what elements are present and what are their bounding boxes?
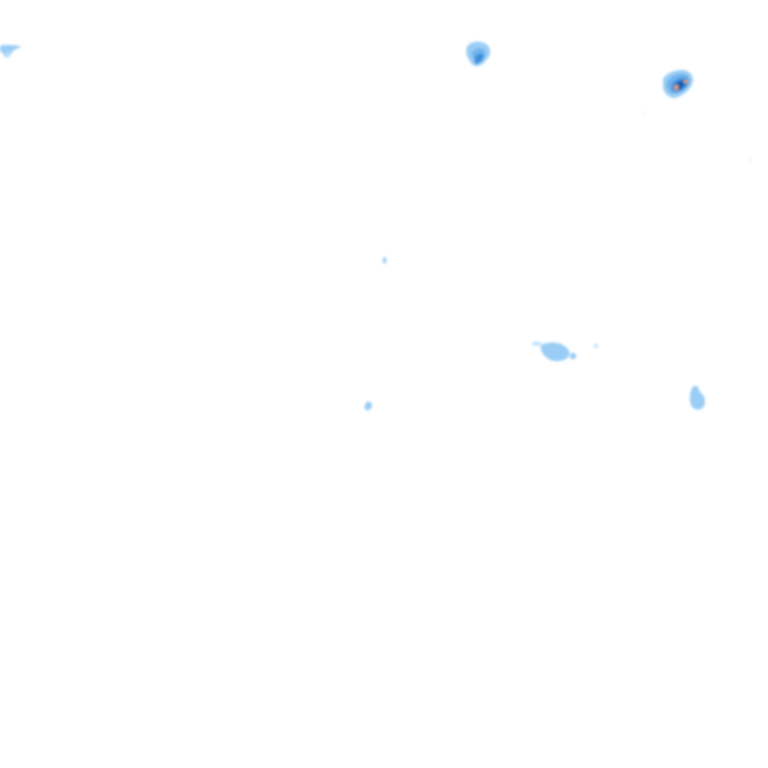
rain-cell-top-left <box>0 44 21 58</box>
rain-cell-mid-right <box>532 341 599 362</box>
rain-cell-top-center <box>466 41 491 67</box>
rain-cell-center <box>364 401 372 411</box>
rain-speckles <box>382 112 751 264</box>
rain-cell-top-right <box>663 70 693 98</box>
rain-cell-right <box>689 385 706 410</box>
